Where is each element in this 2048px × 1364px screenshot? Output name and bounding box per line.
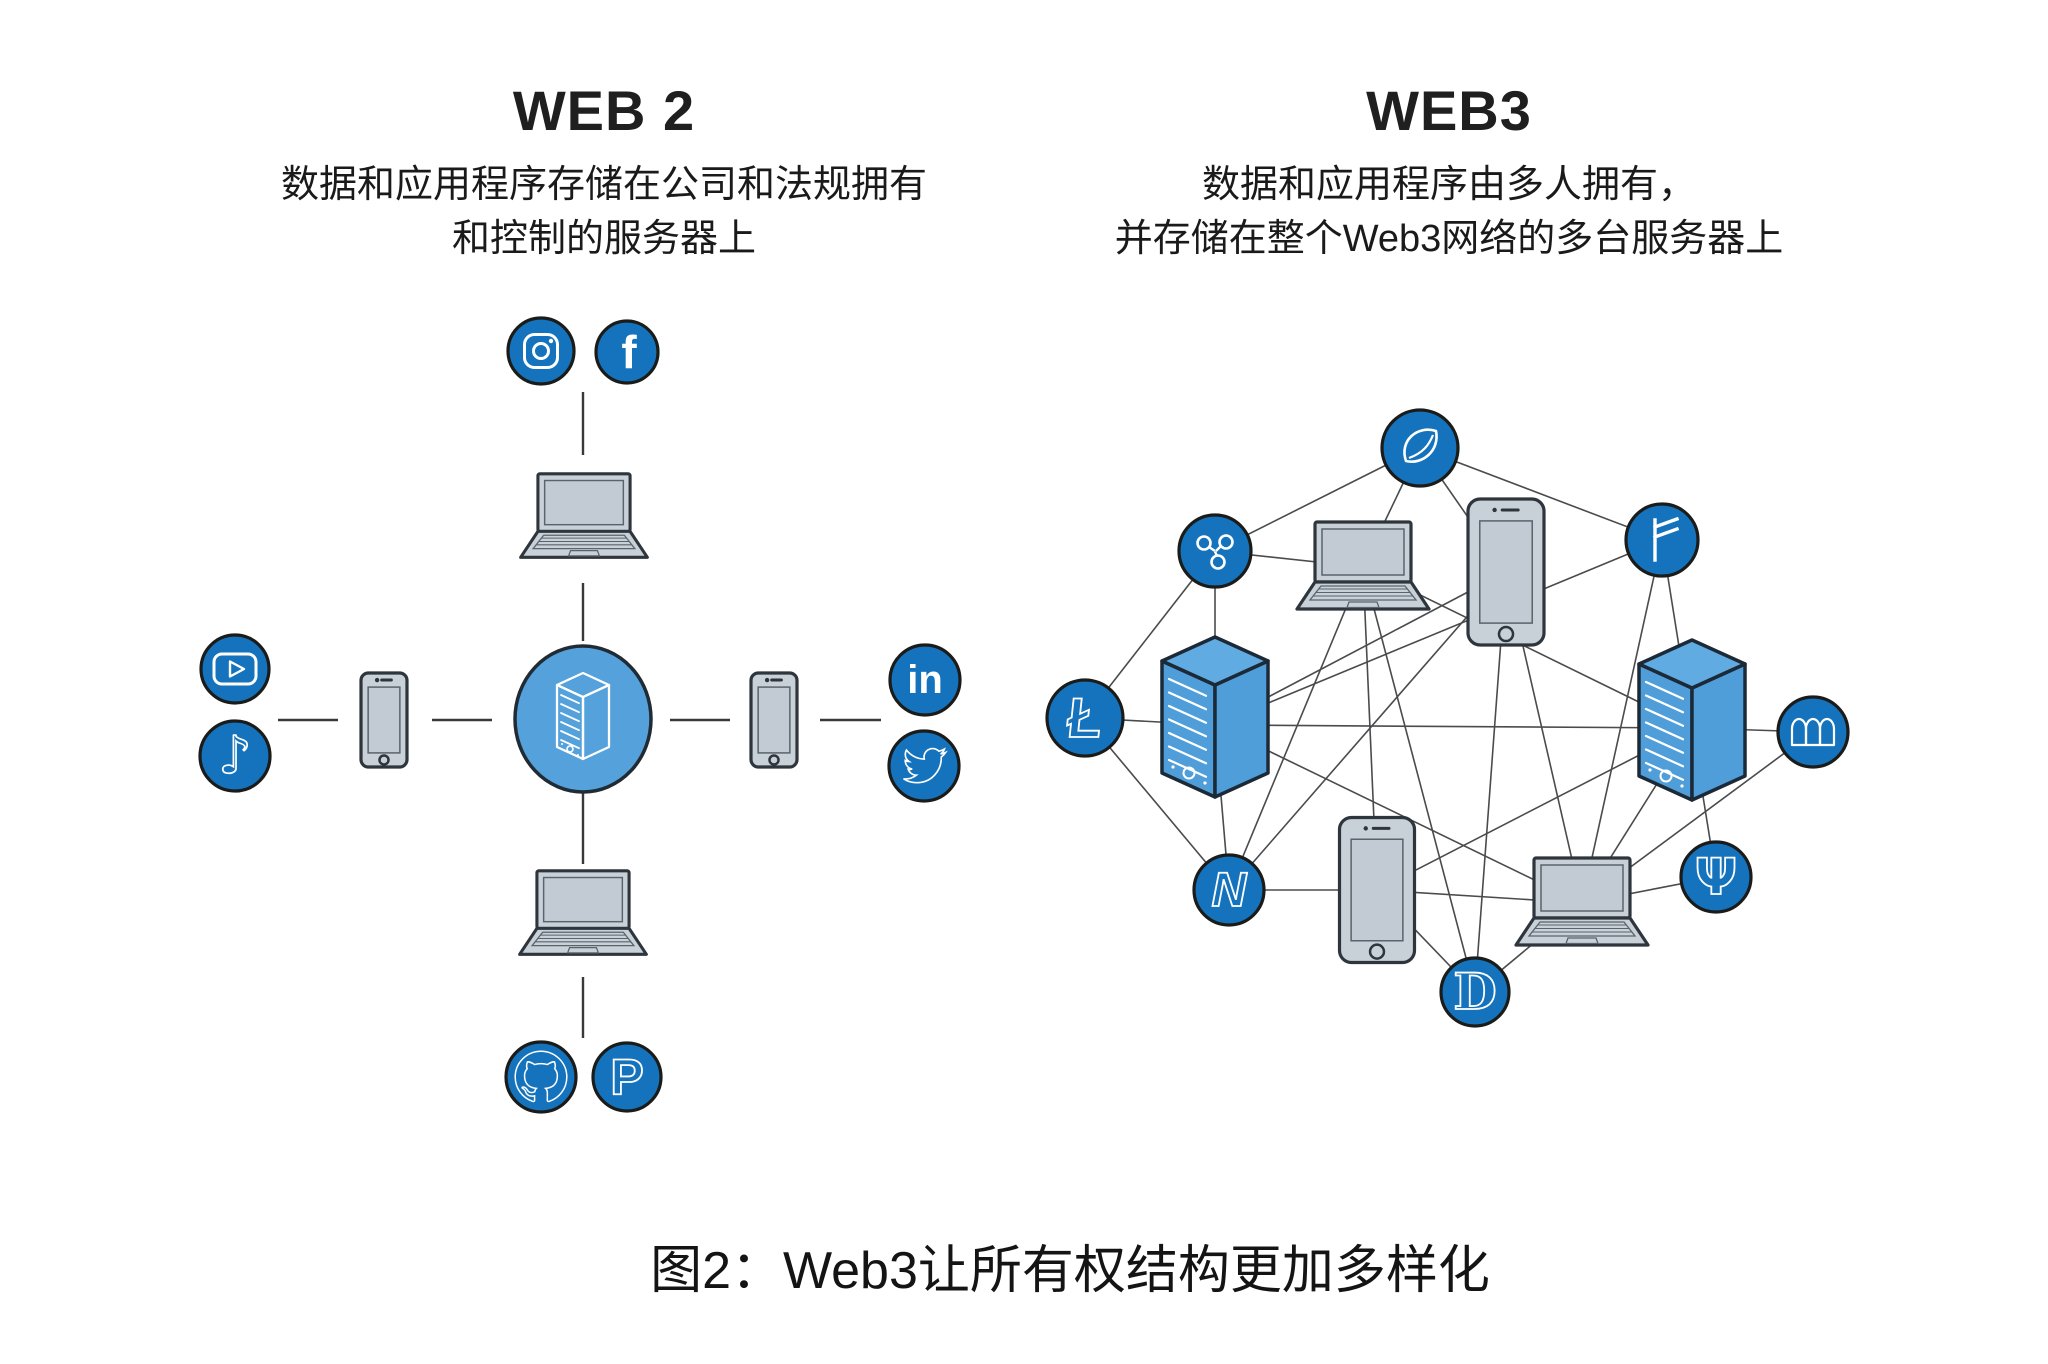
web3-diagram: Ł N Ψ D: [1045, 408, 1850, 1028]
web3-diagram-node-laptop-top: [1295, 520, 1431, 611]
web3-diagram-node-dogecoin: D: [1439, 956, 1511, 1028]
connection-line: [1228, 571, 1507, 891]
web3-diagram-node-mcoin: [1776, 695, 1850, 769]
web2-title: WEB 2: [512, 79, 696, 142]
twitter-icon: [903, 747, 948, 784]
web2-diagram-node-linkedin: in: [888, 643, 962, 717]
web3-subtitle-line1: 数据和应用程序由多人拥有，: [1201, 164, 1696, 206]
server-icon: [1637, 638, 1747, 802]
linkedin-icon: in: [907, 658, 943, 702]
svg-text:in: in: [907, 658, 943, 702]
web2-diagram-node-laptop-top: [519, 472, 649, 559]
svg-text:Ł: Ł: [1065, 686, 1106, 749]
dogecoin-icon: D: [1452, 961, 1497, 1022]
svg-text:D: D: [1453, 962, 1496, 1021]
github-icon: [514, 1050, 568, 1103]
web2-diagram-node-twitter: [887, 729, 961, 803]
connection-line: [1214, 724, 1693, 729]
web2-diagram-node-hub: [513, 644, 653, 794]
svg-text:N: N: [1212, 864, 1248, 917]
facebook-icon: f: [621, 326, 637, 378]
web2-diagram-node-youtube: [199, 633, 271, 705]
web3-diagram-node-namecoin: N: [1192, 853, 1266, 927]
litecoin-icon: Ł: [1064, 685, 1107, 750]
svg-text:♪: ♪: [218, 726, 251, 786]
connection-line: [1419, 447, 1663, 541]
web2-diagram-node-pinterest: P: [591, 1041, 663, 1113]
web3-subtitle: 数据和应用程序由多人拥有， 并存储在整个Web3网络的多台服务器上: [1019, 158, 1879, 266]
svg-text:f: f: [621, 326, 637, 378]
web3-diagram-node-ripple: [1177, 513, 1253, 589]
connection-line: [1214, 539, 1663, 726]
feathercoin-icon: [1652, 516, 1680, 562]
pinterest-icon: P: [609, 1048, 644, 1106]
server-icon: [555, 671, 611, 761]
web2-subtitle-line1: 数据和应用程序存储在公司和法规拥有: [280, 164, 927, 206]
web3-title: WEB3: [1366, 79, 1532, 142]
phone-icon: [1337, 815, 1417, 965]
phone-icon: [749, 671, 799, 769]
laptop-icon: [1295, 520, 1431, 611]
connection-line: [1228, 566, 1364, 891]
primecoin-icon: Ψ: [1694, 847, 1738, 907]
web3-diagram-node-primecoin: Ψ: [1679, 840, 1753, 914]
svg-text:Ψ: Ψ: [1695, 848, 1737, 906]
web3-subtitle-line2: 并存储在整个Web3网络的多台服务器上: [1114, 218, 1784, 260]
svg-text:P: P: [610, 1049, 643, 1105]
web2-diagram-node-phone-right: [749, 671, 799, 769]
instagram-icon: [523, 333, 559, 369]
web2-diagram-node-laptop-bottom: [518, 869, 648, 956]
web2-diagram-node-phone-left: [359, 671, 409, 769]
connection-line: [1214, 724, 1583, 904]
connection-line: [1362, 566, 1476, 993]
peercoin-leaf-icon: [1403, 428, 1438, 463]
connection-line: [1581, 539, 1663, 904]
web3-diagram-node-phone-bottom: [1337, 815, 1417, 965]
web3-diagram-node-server-right: [1637, 638, 1747, 802]
laptop-icon: [519, 472, 649, 559]
web2-diagram-node-github: [504, 1040, 578, 1114]
web2-diagram-node-tiktok: ♪: [198, 719, 272, 793]
web2-subtitle-line2: 和控制的服务器上: [451, 218, 756, 260]
web3-diagram-node-feathercoin: [1624, 502, 1700, 578]
web3-diagram-node-server-left: [1160, 635, 1270, 799]
web2-diagram-node-instagram: [506, 316, 576, 386]
phone-icon: [1466, 497, 1546, 647]
web3-diagram-node-peercoin: [1380, 408, 1460, 488]
web3-diagram-node-laptop-bottom: [1514, 856, 1650, 947]
phone-icon: [359, 671, 409, 769]
figure-caption: 图2：Web3让所有权结构更加多样化: [650, 1242, 1490, 1300]
laptop-icon: [518, 869, 648, 956]
web2-diagram: f ♪ inP: [198, 316, 962, 1114]
tiktok-icon: ♪: [218, 725, 253, 787]
server-icon: [1160, 635, 1270, 799]
m-coin-icon: [1790, 717, 1836, 747]
namecoin-icon: N: [1211, 863, 1249, 918]
ripple-icon: [1196, 534, 1234, 570]
youtube-icon: [212, 652, 258, 686]
web3-diagram-node-litecoin: Ł: [1045, 678, 1125, 758]
web2-subtitle: 数据和应用程序存储在公司和法规拥有 和控制的服务器上: [204, 158, 1004, 266]
laptop-icon: [1514, 856, 1650, 947]
web3-diagram-node-phone-top: [1466, 497, 1546, 647]
web2-diagram-node-facebook: f: [594, 319, 660, 385]
